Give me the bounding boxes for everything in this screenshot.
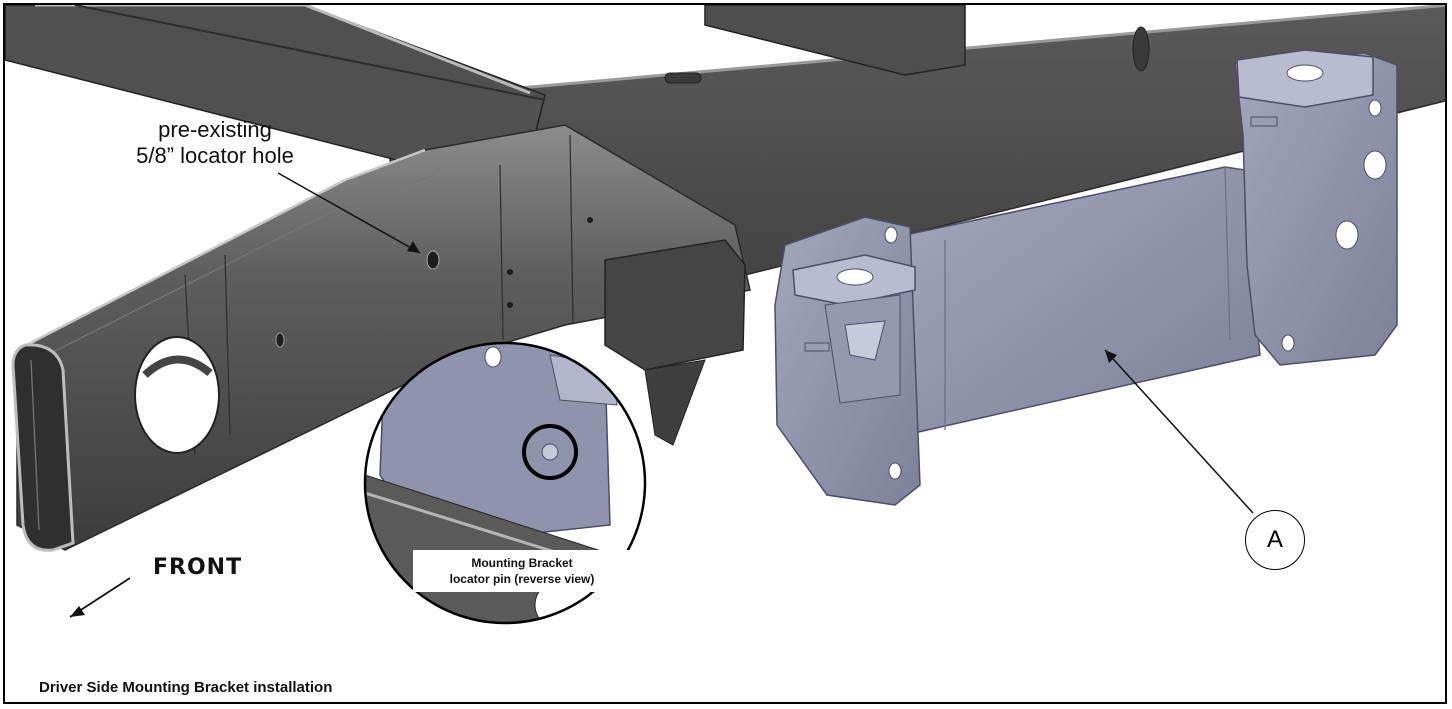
callout-line-1: pre-existing [158, 117, 272, 142]
inset-caption-line-2: locator pin (reverse view) [449, 572, 595, 586]
drawing-frame: pre-existing 5/8” locator hole Mounting … [3, 3, 1447, 704]
tube-open-end [11, 343, 75, 552]
tube-large-hole [134, 336, 220, 454]
front-label: FRONT [153, 555, 243, 580]
figure-caption: Driver Side Mounting Bracket installatio… [39, 679, 333, 696]
locator-hole-leader [277, 172, 421, 254]
mounting-bracket [774, 49, 1398, 506]
inset-caption: Mounting Bracket locator pin (reverse vi… [413, 550, 631, 592]
inset-caption-line-1: Mounting Bracket [471, 556, 573, 570]
part-a-letter: A [1266, 526, 1283, 553]
locator-hole [426, 250, 440, 270]
part-a-leader [1104, 349, 1254, 514]
cross-channel-right [704, 5, 966, 76]
illustration [5, 5, 1445, 625]
locator-hole-callout: pre-existing 5/8” locator hole [95, 117, 335, 169]
part-a-callout: A [1245, 510, 1305, 570]
frame-lower-block [604, 239, 746, 371]
callout-line-2: 5/8” locator hole [136, 143, 294, 168]
locator-pin-highlight [522, 424, 578, 480]
